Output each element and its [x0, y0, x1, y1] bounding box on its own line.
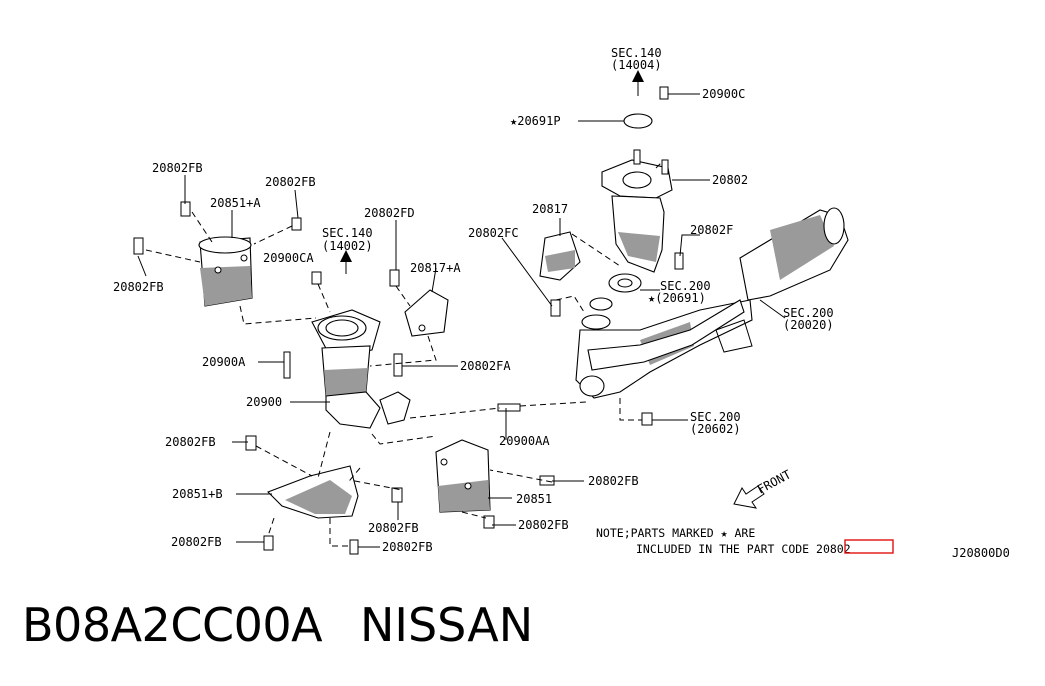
catalytic-converter-front	[311, 309, 411, 429]
callout-sec200-20691-2: ★(20691)	[648, 291, 706, 305]
callout-20802fb-5: 20802FB	[588, 474, 639, 488]
callout-20802fd: 20802FD	[364, 206, 415, 220]
callout-20802fb-6: 20802FB	[368, 521, 419, 535]
callout-sec200-20602-2: (20602)	[690, 422, 741, 436]
note-line-2-prefix: INCLUDED IN THE PART CODE	[636, 542, 809, 556]
callout-labels: SEC.140 (14004) 20900C ★20691P 20802 208…	[113, 46, 1010, 560]
gasket-ring-top	[623, 113, 653, 129]
callout-sec200-20020-1: SEC.200	[783, 306, 834, 320]
front-exhaust-pipe	[575, 207, 849, 399]
note-part-code-highlight	[844, 539, 894, 554]
callout-20802fb-8: 20802FB	[171, 535, 222, 549]
callout-20851a: 20851+A	[210, 196, 261, 210]
catalytic-converter-rear-bank	[601, 159, 673, 293]
callout-20817: 20817	[532, 202, 568, 216]
callout-20802fc: 20802FC	[468, 226, 519, 240]
leader-lines	[137, 93, 786, 548]
callout-20851b: 20851+B	[172, 487, 223, 501]
callout-sec200-20691-1: SEC.200	[660, 279, 711, 293]
callout-20900: 20900	[246, 395, 282, 409]
assembly-dashed-lines	[145, 161, 663, 547]
bracket-20817	[539, 231, 581, 281]
exhaust-diagram: SEC.140 (14004) 20900C ★20691P 20802 208…	[113, 46, 1010, 560]
callout-20691p: ★20691P	[510, 114, 561, 128]
gasket-ring-mid	[589, 297, 613, 311]
callout-20802fb-2: 20802FB	[265, 175, 316, 189]
note-line-1: NOTE;PARTS MARKED ★ ARE	[596, 526, 755, 540]
callout-sec140-top-1: SEC.140	[611, 46, 662, 60]
callout-20817a: 20817+A	[410, 261, 461, 275]
footer-part-code: B08A2CC00A	[22, 598, 323, 652]
callout-20802: 20802	[712, 173, 748, 187]
callout-20802fb-1: 20802FB	[152, 161, 203, 175]
callout-sec140-mid-2: (14002)	[322, 239, 373, 253]
front-arrow-icon	[733, 485, 765, 509]
diagram-code: J20800D0	[952, 546, 1010, 560]
callout-20900c: 20900C	[702, 87, 745, 101]
heat-shield-lower-left	[267, 465, 359, 519]
callout-20900a: 20900A	[202, 355, 246, 369]
heat-shield-lower-right	[435, 439, 491, 513]
callout-sec200-20602-1: SEC.200	[690, 410, 741, 424]
arrow-icons	[340, 70, 644, 274]
fastener-icons	[133, 86, 684, 555]
callout-sec200-20020-2: (20020)	[783, 318, 834, 332]
callout-20900ca: 20900CA	[263, 251, 314, 265]
callout-sec140-top-2: (14004)	[611, 58, 662, 72]
callout-20802fb-3: 20802FB	[113, 280, 164, 294]
callout-20900aa: 20900AA	[499, 434, 550, 448]
note-part-code: 20802	[816, 542, 851, 556]
callout-20802fb-9: 20802FB	[382, 540, 433, 554]
callout-20802fb-4: 20802FB	[165, 435, 216, 449]
bracket-20817a	[404, 289, 449, 337]
callout-20802f: 20802F	[690, 223, 733, 237]
footer-brand: NISSAN	[360, 598, 534, 652]
heat-shield-upper-left	[198, 236, 253, 307]
callout-20851: 20851	[516, 492, 552, 506]
front-label: FRONT	[755, 467, 793, 496]
note-line-2: INCLUDED IN THE PART CODE 20802	[636, 542, 851, 556]
callout-20802fa: 20802FA	[460, 359, 511, 373]
callout-20802fb-7: 20802FB	[518, 518, 569, 532]
callout-sec140-mid-1: SEC.140	[322, 226, 373, 240]
